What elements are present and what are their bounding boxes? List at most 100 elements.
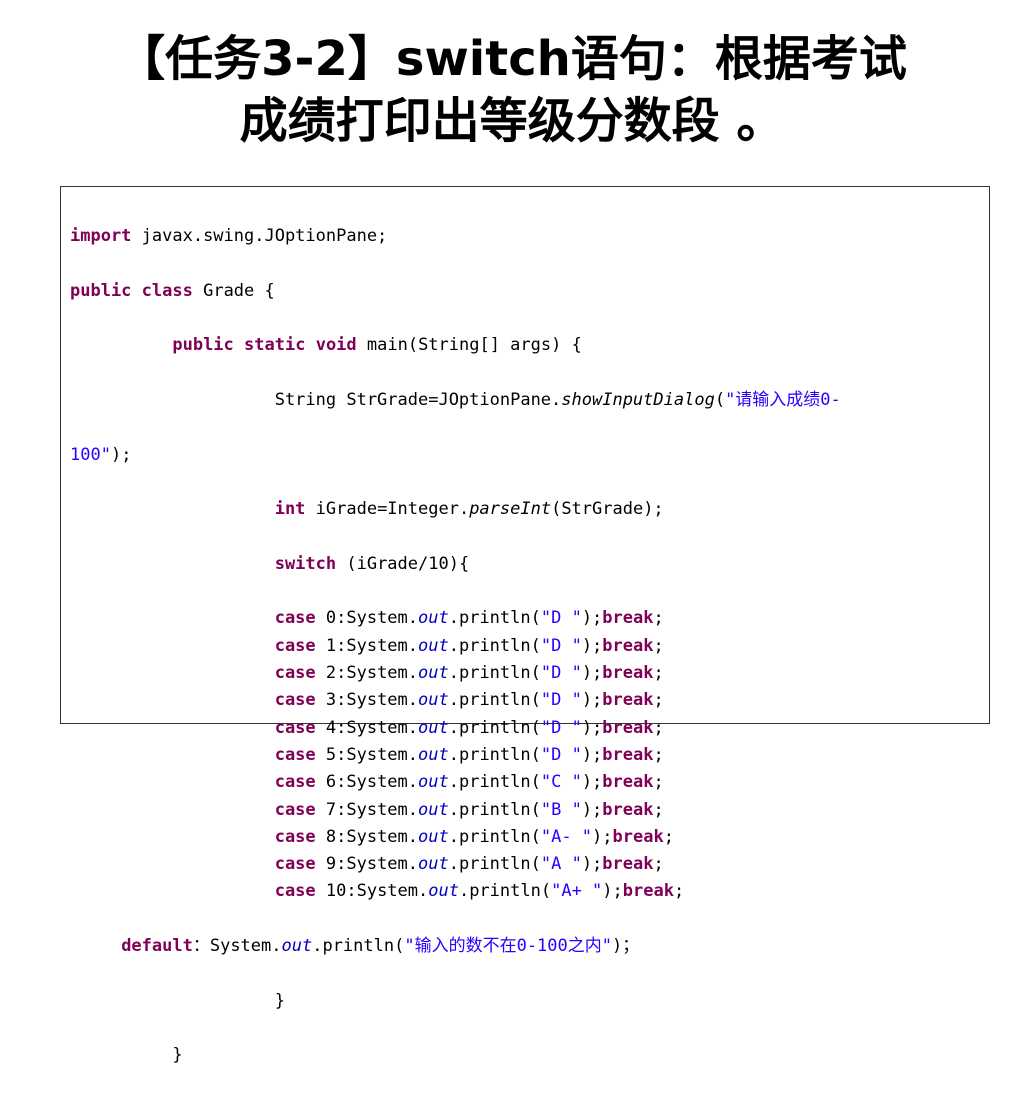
slide-title-line-1: 【任务3-2】switch语句：根据考试	[117, 31, 907, 87]
keyword: break	[602, 608, 654, 629]
indent	[70, 335, 172, 355]
keyword: break	[622, 881, 674, 902]
indent	[70, 827, 275, 847]
string-literal: "C "	[540, 772, 582, 793]
code-text: );	[110, 444, 132, 465]
indent	[70, 663, 275, 683]
code-box	[60, 186, 990, 724]
code-line-case: case 4:System.out.println("D ");break;	[70, 715, 841, 742]
field-name: out	[418, 608, 449, 629]
keyword: class	[141, 280, 193, 301]
code-text: 10:System.	[315, 881, 429, 902]
code-text: Grade {	[192, 280, 275, 301]
method-name: showInputDialog	[561, 390, 715, 411]
code-block: import javax.swing.JOptionPane; public c…	[70, 196, 841, 1097]
keyword: public	[70, 280, 132, 301]
code-line-close-2: }	[70, 1042, 841, 1069]
keyword: case	[274, 744, 316, 765]
field-name: out	[418, 744, 449, 765]
code-text: )；	[612, 936, 640, 957]
code-text: String StrGrade=JOptionPane.	[274, 390, 562, 411]
indent	[70, 745, 275, 765]
code-text: );	[581, 799, 603, 820]
code-text: ;	[653, 772, 664, 793]
code-text: ：System.	[192, 936, 282, 957]
keyword: case	[274, 854, 316, 875]
case-lines: case 0:System.out.println("D ");break; c…	[70, 605, 841, 905]
code-text: .println(	[448, 608, 541, 629]
code-text: 1:System.	[315, 635, 419, 656]
code-text: 5:System.	[315, 744, 419, 765]
code-text: ;	[653, 799, 664, 820]
code-text: ;	[653, 608, 664, 629]
code-line-case: case 9:System.out.println("A ");break;	[70, 851, 841, 878]
keyword: break	[602, 690, 654, 711]
code-line-1: import javax.swing.JOptionPane;	[70, 223, 841, 250]
code-text: .println(	[448, 799, 541, 820]
indent	[70, 499, 275, 519]
code-text: );	[581, 690, 603, 711]
field-name: out	[418, 717, 449, 738]
code-text: javax.swing.JOptionPane;	[131, 226, 388, 247]
code-text: .println(	[312, 936, 405, 957]
code-line-case: case 10:System.out.println("A+ ");break;	[70, 878, 841, 905]
code-text: .println(	[448, 717, 541, 738]
code-text: );	[581, 635, 603, 656]
code-text: .println(	[448, 690, 541, 711]
slide-title: 【任务3-2】switch语句：根据考试 成绩打印出等级分数段 。	[60, 28, 964, 152]
string-literal: "D "	[540, 663, 582, 684]
code-text: );	[581, 717, 603, 738]
code-text: );	[592, 826, 613, 847]
code-line-7: switch (iGrade/10){	[70, 551, 841, 578]
code-line-default: default：System.out.println("输入的数不在0-100之…	[70, 933, 841, 960]
code-text: .println(	[448, 635, 541, 656]
code-text: (iGrade/10){	[336, 553, 470, 574]
code-text: (	[714, 390, 726, 411]
code-text: }	[172, 1045, 183, 1066]
keyword: break	[602, 663, 654, 684]
string-literal: "D "	[540, 690, 582, 711]
indent	[70, 636, 275, 656]
indent	[70, 554, 275, 574]
string-literal: "A- "	[540, 826, 593, 847]
code-text: 0:System.	[315, 608, 419, 629]
code-line-close-1: }	[70, 988, 841, 1015]
code-text: ;	[663, 826, 674, 847]
code-text: ;	[653, 690, 664, 711]
code-text: main(String[] args) {	[356, 335, 582, 356]
code-line-case: case 8:System.out.println("A- ");break;	[70, 824, 841, 851]
field-name: out	[418, 854, 449, 875]
keyword: switch	[274, 553, 337, 574]
code-text: );	[581, 772, 603, 793]
string-literal: "B "	[540, 799, 582, 820]
indent	[70, 881, 275, 901]
code-line-5: 100");	[70, 442, 841, 469]
keyword: break	[612, 826, 664, 847]
code-text: );	[581, 608, 603, 629]
keyword: case	[274, 635, 316, 656]
indent	[70, 690, 275, 710]
keyword: break	[602, 744, 654, 765]
code-line-case: case 7:System.out.println("B ");break;	[70, 797, 841, 824]
keyword: case	[274, 799, 316, 820]
slide-title-line-2: 成绩打印出等级分数段 。	[239, 93, 785, 149]
keyword: break	[602, 772, 654, 793]
code-text: ;	[653, 717, 664, 738]
code-text: .println(	[448, 663, 541, 684]
code-line-case: case 5:System.out.println("D ");break;	[70, 742, 841, 769]
keyword: case	[274, 690, 316, 711]
string-literal: "A+ "	[551, 881, 603, 902]
keyword: break	[602, 799, 654, 820]
keyword: static	[244, 335, 306, 356]
field-name: out	[418, 635, 449, 656]
keyword: case	[274, 881, 316, 902]
field-name: out	[428, 881, 459, 902]
code-text: .println(	[448, 772, 541, 793]
code-text: ;	[653, 663, 664, 684]
code-line-4: String StrGrade=JOptionPane.showInputDia…	[70, 387, 841, 414]
code-text: }	[274, 990, 285, 1011]
indent	[70, 991, 275, 1011]
code-text: .println(	[448, 744, 541, 765]
field-name: out	[281, 936, 313, 957]
indent	[70, 390, 275, 410]
